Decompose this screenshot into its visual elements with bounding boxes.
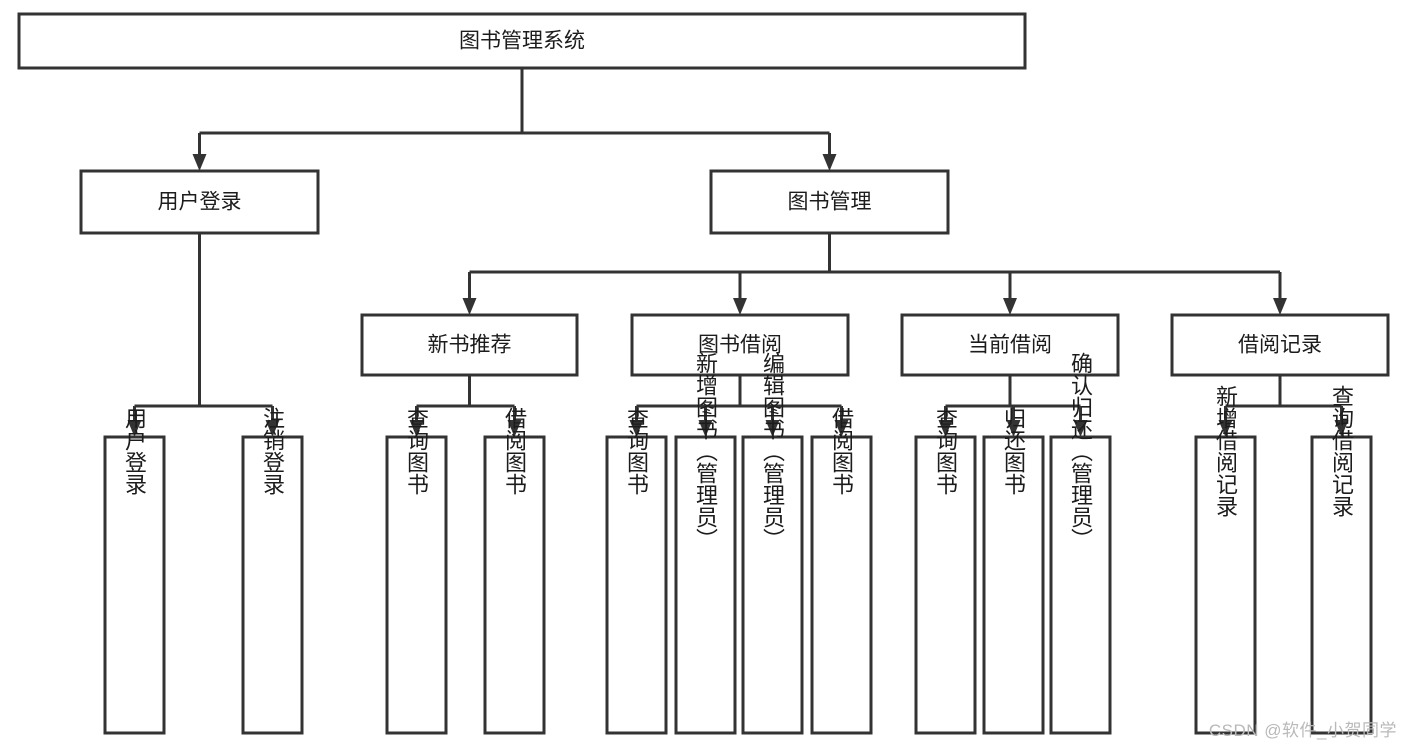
leaf-node-box <box>483 435 546 735</box>
arrow-head-icon <box>409 420 424 437</box>
level3-node-4[interactable]: 借阅记录 <box>1170 313 1390 377</box>
diagram-nodes: 图书管理系统用户登录图书管理新书推荐图书借阅当前借阅借阅记录用户登录注销登录查询… <box>17 12 1390 735</box>
leaf-node-label: 编辑图书（管理员） <box>760 352 785 550</box>
level3-node-1[interactable]: 新书推荐 <box>360 313 579 377</box>
level3-node-box <box>360 313 579 377</box>
leaf-node-11[interactable]: 确认归还（管理员） <box>1049 352 1112 735</box>
leaf-node-2[interactable]: 注销登录 <box>241 407 304 735</box>
root-node-1[interactable]: 图书管理系统 <box>17 12 1027 70</box>
leaf-node-8[interactable]: 借阅图书 <box>810 407 873 735</box>
level3-node-label: 图书借阅 <box>698 334 782 357</box>
leaf-node-box <box>1194 435 1257 735</box>
arrow-head-icon <box>698 420 713 437</box>
leaf-node-5[interactable]: 查询图书 <box>605 407 668 735</box>
level2-node-1[interactable]: 用户登录 <box>79 169 320 235</box>
arrow-head-icon <box>765 420 780 437</box>
leaf-node-box <box>605 435 668 735</box>
leaf-node-box <box>810 435 873 735</box>
leaf-node-4[interactable]: 借阅图书 <box>483 407 546 735</box>
leaf-node-label: 查询图书 <box>404 407 429 495</box>
leaf-node-label: 用户登录 <box>122 407 147 495</box>
leaf-node-label: 借阅图书 <box>502 407 527 495</box>
leaf-node-box <box>741 435 804 735</box>
root-node-label: 图书管理系统 <box>459 30 585 53</box>
arrow-head-icon <box>834 420 849 437</box>
leaf-node-box <box>674 435 737 735</box>
leaf-node-box <box>914 435 977 735</box>
arrow-head-icon <box>629 420 644 437</box>
leaf-node-9[interactable]: 查询图书 <box>914 407 977 735</box>
arrow-head-icon <box>822 154 837 171</box>
leaf-node-label: 查询图书 <box>933 407 958 495</box>
leaf-node-label: 借阅图书 <box>829 407 854 495</box>
leaf-node-1[interactable]: 用户登录 <box>103 407 166 735</box>
level3-node-box <box>630 313 850 377</box>
level2-node-label: 用户登录 <box>158 191 242 214</box>
leaf-node-box <box>1049 435 1112 735</box>
leaf-node-box <box>385 435 448 735</box>
arrow-head-icon <box>265 420 280 437</box>
leaf-node-12[interactable]: 新增借阅记录 <box>1194 385 1257 735</box>
connector-lines <box>127 68 1349 437</box>
leaf-node-10[interactable]: 归还图书 <box>982 407 1045 735</box>
root-node-box <box>17 12 1027 70</box>
leaf-node-label: 查询图书 <box>624 407 649 495</box>
leaf-node-label: 确认归还（管理员） <box>1068 352 1093 550</box>
level3-node-3[interactable]: 当前借阅 <box>900 313 1120 377</box>
arrow-head-icon <box>462 298 477 315</box>
arrow-head-icon <box>127 420 142 437</box>
arrow-head-icon <box>1273 298 1287 315</box>
arrow-head-icon <box>1334 420 1349 437</box>
leaf-node-label: 新增借阅记录 <box>1213 385 1238 517</box>
level3-node-label: 当前借阅 <box>968 334 1052 357</box>
leaf-node-3[interactable]: 查询图书 <box>385 407 448 735</box>
arrow-head-icon <box>1003 298 1017 315</box>
level2-node-box <box>79 169 320 235</box>
level3-node-2[interactable]: 图书借阅 <box>630 313 850 377</box>
arrow-head-icon <box>938 420 953 437</box>
arrow-head-icon <box>192 154 207 171</box>
arrow-head-icon <box>507 420 522 437</box>
arrow-head-icon <box>1218 420 1233 437</box>
leaf-node-7[interactable]: 编辑图书（管理员） <box>741 352 804 735</box>
level2-node-label: 图书管理 <box>788 191 872 214</box>
leaf-node-box <box>241 435 304 735</box>
arrow-head-icon <box>1006 420 1021 437</box>
level3-node-box <box>1170 313 1390 377</box>
leaf-node-box <box>982 435 1045 735</box>
arrow-head-icon <box>1073 420 1088 437</box>
level2-node-box <box>709 169 950 235</box>
leaf-node-label: 归还图书 <box>1001 407 1026 495</box>
leaf-node-label: 新增图书（管理员） <box>693 352 718 550</box>
leaf-node-6[interactable]: 新增图书（管理员） <box>674 352 737 735</box>
leaf-node-13[interactable]: 查询借阅记录 <box>1310 385 1373 735</box>
level2-node-2[interactable]: 图书管理 <box>709 169 950 235</box>
level3-node-label: 新书推荐 <box>428 334 512 357</box>
level3-node-box <box>900 313 1120 377</box>
arrow-head-icon <box>733 298 747 315</box>
leaf-node-box <box>103 435 166 735</box>
leaf-node-box <box>1310 435 1373 735</box>
leaf-node-label: 查询借阅记录 <box>1329 385 1354 517</box>
leaf-node-label: 注销登录 <box>260 407 285 495</box>
level3-node-label: 借阅记录 <box>1238 334 1322 357</box>
